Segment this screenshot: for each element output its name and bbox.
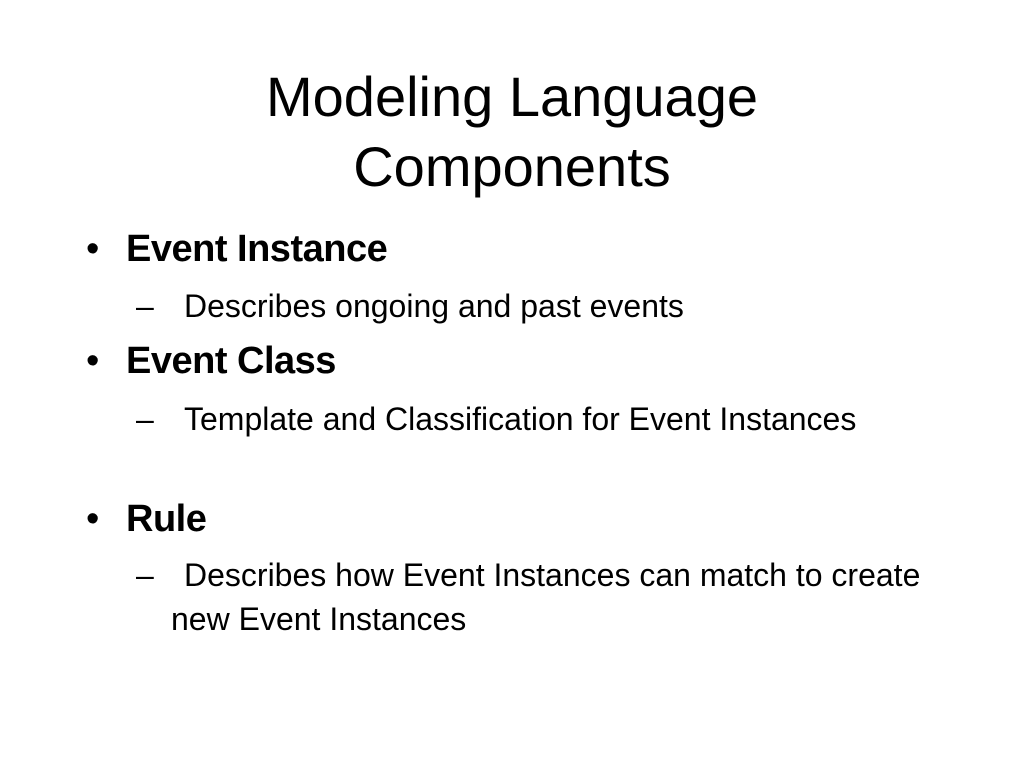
sub-bullet-marker: – [136,288,154,324]
slide-title: Modeling Language Components [140,62,884,202]
bullet-event-class: • Event Class [86,338,336,384]
bullet-label: Event Class [126,340,336,382]
sub-bullet-text: Describes ongoing and past events [184,288,684,324]
slide-title-line-1: Modeling Language [266,65,758,128]
bullet-label: Rule [126,498,207,540]
bullet-rule: • Rule [86,496,207,542]
bullet-label: Event Instance [126,228,388,270]
sub-bullet-marker: – [136,557,154,593]
bullet-marker: • [86,340,100,382]
sub-bullet-event-class: – Template and Classification for Event … [136,397,956,441]
bullet-event-instance: • Event Instance [86,226,388,272]
sub-bullet-event-instance: – Describes ongoing and past events [136,284,956,328]
sub-bullet-text: Describes how Event Instances can match … [171,557,921,637]
bullet-marker: • [86,498,100,540]
sub-bullet-marker: – [136,401,154,437]
bullet-marker: • [86,228,100,270]
slide-title-line-2: Components [353,135,671,198]
sub-bullet-rule: – Describes how Event Instances can matc… [136,553,956,641]
sub-bullet-text: Template and Classification for Event In… [184,401,857,437]
